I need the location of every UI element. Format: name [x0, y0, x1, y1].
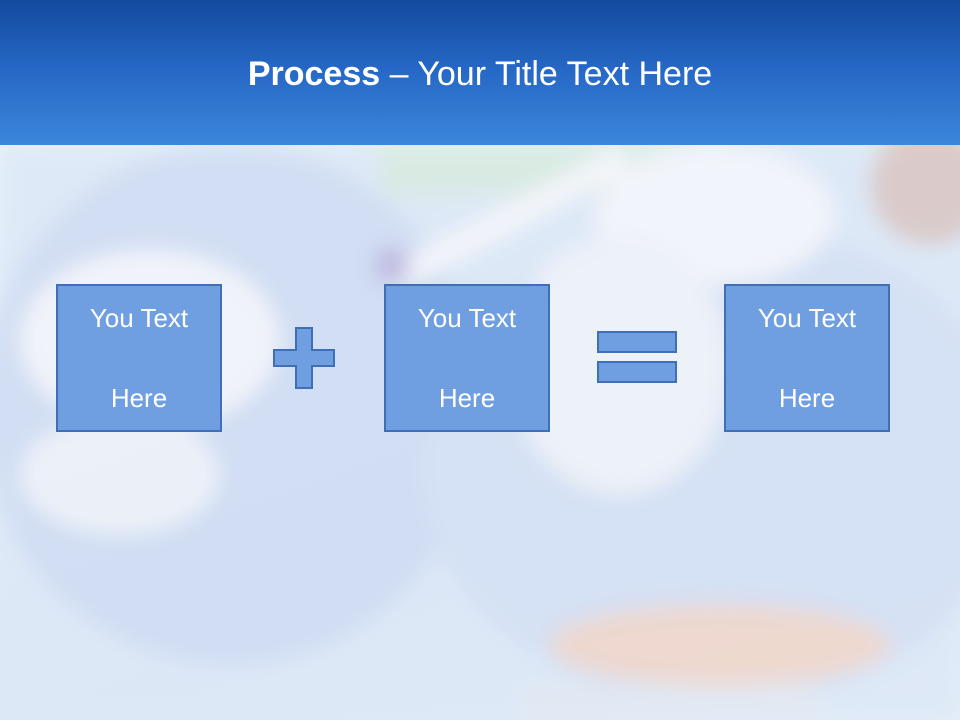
process-box-2-line1: You Text — [417, 303, 517, 333]
process-box-1-line1: You Text — [89, 303, 189, 333]
title-rest-part: – Your Title Text Here — [380, 55, 713, 93]
title-bold-part: Process — [247, 55, 381, 93]
process-box-1-line2: Here — [110, 383, 168, 413]
process-box-2-line2: Here — [438, 383, 496, 413]
plus-icon — [273, 327, 335, 389]
equals-icon — [597, 331, 677, 383]
process-box-3-line2: Here — [778, 383, 836, 413]
process-box-3-line1: You Text — [757, 303, 857, 333]
title-bar: Process – Your Title Text Here — [0, 0, 960, 145]
background-photo — [0, 145, 960, 720]
slide-title: Process – Your Title Text Here — [0, 52, 960, 96]
